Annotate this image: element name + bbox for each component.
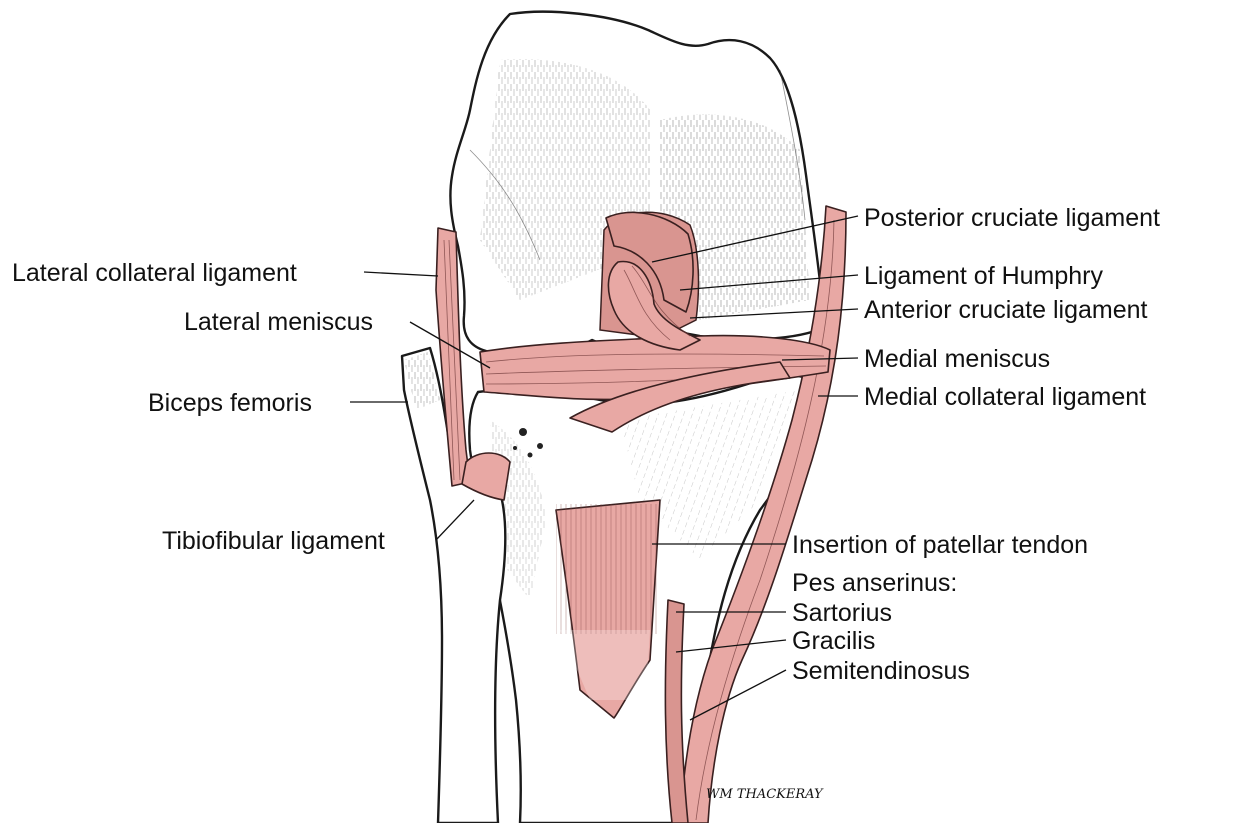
label-biceps-femoris: Biceps femoris: [148, 389, 312, 417]
label-tibiofibular: Tibiofibular ligament: [162, 527, 385, 555]
label-lateral-meniscus: Lateral meniscus: [184, 308, 373, 336]
label-medial-meniscus: Medial meniscus: [864, 345, 1050, 373]
label-sartorius: Sartorius: [792, 599, 892, 627]
label-patellar-insertion: Insertion of patellar tendon: [792, 531, 1088, 559]
label-semitendinosus: Semitendinosus: [792, 657, 970, 685]
label-posterior-cruciate: Posterior cruciate ligament: [864, 204, 1160, 232]
label-lateral-collateral: Lateral collateral ligament: [12, 259, 297, 287]
label-gracilis: Gracilis: [792, 627, 875, 655]
label-humphry: Ligament of Humphry: [864, 262, 1104, 290]
label-anterior-cruciate: Anterior cruciate ligament: [864, 296, 1148, 324]
artist-signature: WM THACKERAY: [706, 787, 824, 802]
label-pes-anserinus: Pes anserinus:: [792, 569, 957, 597]
label-medial-collateral: Medial collateral ligament: [864, 383, 1146, 411]
